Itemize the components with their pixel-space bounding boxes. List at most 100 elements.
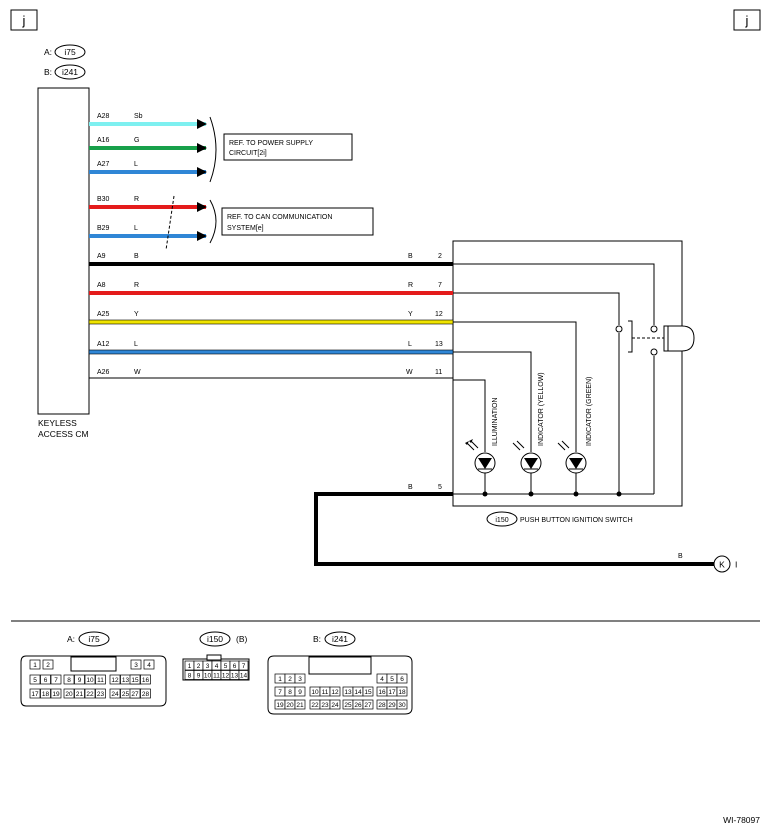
pin-i150-10: 10 — [202, 670, 213, 680]
pin-i241-18: 18 — [396, 686, 408, 697]
svg-text:27: 27 — [364, 702, 372, 709]
svg-text:13: 13 — [344, 689, 352, 696]
svg-text:28: 28 — [378, 702, 386, 709]
pin-i150-14: 14 — [238, 670, 249, 680]
svg-text:j: j — [22, 13, 26, 28]
svg-text:15: 15 — [131, 677, 139, 684]
ref-wire-a27: A27 L — [89, 161, 207, 177]
svg-text:W: W — [134, 369, 141, 376]
svg-text:i241: i241 — [62, 67, 78, 77]
figure-id: WI-78097 — [723, 815, 760, 825]
svg-text:6: 6 — [233, 663, 237, 670]
svg-text:A16: A16 — [97, 137, 110, 144]
svg-text:25: 25 — [122, 691, 130, 698]
svg-text:L: L — [134, 341, 138, 348]
svg-text:B: B — [134, 253, 139, 260]
pin-i241-29: 29 — [386, 699, 398, 710]
svg-text:29: 29 — [388, 702, 396, 709]
led-label-green: INDICATOR (GREEN) — [586, 377, 593, 446]
svg-text:9: 9 — [197, 673, 201, 680]
pin-i75-19: 19 — [50, 688, 62, 699]
svg-text:R: R — [134, 282, 139, 289]
svg-text:1: 1 — [278, 676, 282, 683]
pin-i75-9: 9 — [74, 674, 85, 685]
switch-label: i150 PUSH BUTTON IGNITION SWITCH — [486, 511, 633, 527]
svg-text:24: 24 — [331, 702, 339, 709]
pin-i75-2: 2 — [42, 659, 54, 670]
pin-i75-20: 20 — [63, 688, 75, 699]
svg-text:27: 27 — [131, 691, 139, 698]
pin-i241-15: 15 — [362, 686, 374, 697]
svg-text:2: 2 — [288, 676, 292, 683]
pin-i150-1: 1 — [184, 660, 195, 671]
pin-i75-23: 23 — [95, 688, 106, 699]
svg-text:A26: A26 — [97, 369, 110, 376]
svg-text:G: G — [134, 137, 139, 144]
svg-text:28: 28 — [142, 691, 150, 698]
svg-text:B:: B: — [44, 67, 52, 77]
svg-text:A9: A9 — [97, 253, 106, 260]
svg-text:SYSTEM[e]: SYSTEM[e] — [227, 225, 264, 232]
svg-text:7: 7 — [438, 282, 442, 289]
svg-text:CIRCUIT[2i]: CIRCUIT[2i] — [229, 150, 267, 157]
svg-text:17: 17 — [31, 691, 39, 698]
push-button-contacts — [615, 320, 695, 356]
pin-i241-25: 25 — [342, 699, 354, 710]
svg-text:A:: A: — [44, 47, 52, 57]
pin-i75-1: 1 — [29, 659, 41, 670]
page-mark-right: j — [733, 9, 761, 31]
svg-text:3: 3 — [134, 662, 138, 669]
svg-text:4: 4 — [215, 663, 219, 670]
svg-text:A27: A27 — [97, 161, 110, 168]
keyless-access-cm-box — [37, 87, 90, 415]
svg-text:5: 5 — [33, 677, 37, 684]
can-brace — [209, 199, 217, 244]
svg-text:i150: i150 — [495, 517, 508, 524]
connector-legend-b: B: i241 — [44, 64, 86, 80]
svg-text:11: 11 — [97, 677, 104, 684]
svg-text:24: 24 — [111, 691, 119, 698]
module-name-line1: KEYLESS — [38, 418, 77, 428]
pin-i75-17: 17 — [29, 688, 41, 699]
svg-text:(B): (B) — [236, 634, 248, 644]
power-supply-brace — [209, 116, 217, 183]
svg-text:14: 14 — [354, 689, 362, 696]
pin-i75-3: 3 — [130, 659, 142, 670]
pin-i241-4: 4 — [376, 673, 388, 684]
ref-power-supply-box: REF. TO POWER SUPPLY CIRCUIT[2i] — [223, 133, 353, 161]
svg-text:11: 11 — [435, 369, 442, 376]
svg-text:L: L — [134, 161, 138, 168]
svg-text:2: 2 — [438, 253, 442, 260]
ground-symbol: K I — [713, 555, 737, 573]
pin-i150-5: 5 — [220, 660, 231, 671]
svg-text:4: 4 — [147, 662, 151, 669]
connector-view-label-i241: B: i241 — [313, 631, 356, 647]
pin-i150-11: 11 — [211, 670, 222, 680]
connector-legend-a: A: i75 — [44, 44, 86, 60]
switch-internal-wiring — [453, 263, 655, 495]
svg-text:L: L — [408, 341, 412, 348]
svg-text:L: L — [134, 225, 138, 232]
pin-i75-13: 13 — [120, 674, 131, 685]
pin-i75-4: 4 — [143, 659, 155, 670]
pin-i241-3: 3 — [294, 673, 306, 684]
svg-text:REF. TO CAN COMMUNICATION: REF. TO CAN COMMUNICATION — [227, 214, 332, 221]
pin-i150-3: 3 — [202, 660, 213, 671]
svg-text:i241: i241 — [332, 634, 348, 644]
pin-i75-15: 15 — [129, 674, 141, 685]
led-label-yellow: INDICATOR (YELLOW) — [538, 372, 545, 446]
svg-text:13: 13 — [122, 677, 130, 684]
svg-text:4: 4 — [380, 676, 384, 683]
ref-wire-a28: A28 Sb — [89, 113, 207, 129]
pin-i75-24: 24 — [109, 688, 121, 699]
svg-text:5: 5 — [224, 663, 228, 670]
switch-wire-a12: A12 L L 13 — [88, 341, 454, 355]
pin-i241-22: 22 — [309, 699, 321, 710]
pin-i75-28: 28 — [140, 688, 151, 699]
svg-text:7: 7 — [278, 689, 282, 696]
junction-dots — [482, 491, 622, 497]
pin-i150-2: 2 — [193, 660, 204, 671]
pin-i241-23: 23 — [319, 699, 331, 710]
svg-text:3: 3 — [298, 676, 302, 683]
pin-i241-13: 13 — [342, 686, 354, 697]
